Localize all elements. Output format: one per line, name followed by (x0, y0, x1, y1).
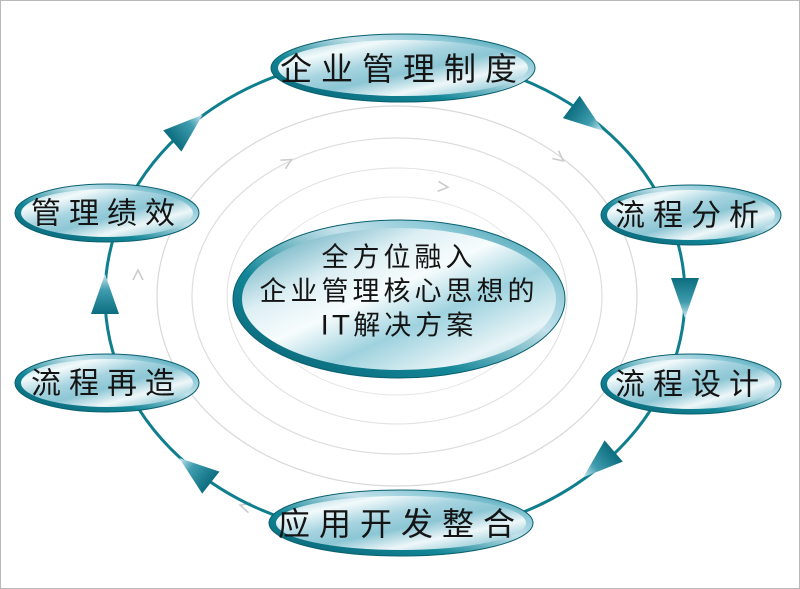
node-left-bottom-label: 流程再造 (31, 367, 183, 402)
node-left-top: 管理绩效 (14, 183, 200, 243)
node-right-bottom-label: 流程设计 (615, 368, 767, 403)
flow-arrowhead-top-left-icon (163, 114, 203, 152)
center-label-line2: 企业管理核心思想的 (260, 277, 539, 308)
orbit-circle-3 (226, 167, 568, 425)
orbit-arrow-icon (280, 158, 294, 170)
node-top-ellipse (278, 40, 528, 96)
node-left-top-label: 管理绩效 (31, 197, 183, 232)
node-center: 全方位融入 企业管理核心思想的 IT解决方案 (232, 219, 566, 379)
node-right-bottom: 流程设计 (600, 353, 782, 415)
orbit-circle-1 (156, 105, 638, 487)
node-left-bottom: 流程再造 (14, 353, 200, 413)
node-right-top-ellipse (607, 190, 775, 240)
flow-arrowhead-left-icon (91, 274, 119, 314)
flow-arrowheads (91, 95, 699, 494)
node-bottom-label: 应用开发整合 (278, 505, 524, 543)
node-right-bottom-ellipse (607, 359, 775, 409)
flow-arrowhead-right-icon (671, 278, 699, 318)
node-top: 企业管理制度 (270, 33, 536, 103)
node-center-ellipse (242, 228, 556, 370)
node-right-top: 流程分析 (600, 184, 782, 246)
orbit-arrow-icon (552, 150, 565, 162)
node-top-label: 企业管理制度 (280, 50, 526, 88)
center-label-line3: IT解决方案 (321, 311, 477, 342)
flow-arrowhead-top-right-icon (562, 95, 604, 131)
orbit-arrow-icon (132, 268, 144, 281)
orbit-circle-2 (191, 137, 603, 455)
node-bottom: 应用开发整合 (268, 489, 534, 557)
node-bottom-ellipse (276, 496, 526, 550)
orbit-arrow-icon (437, 180, 450, 193)
node-left-top-ellipse (21, 189, 193, 237)
center-label-line1: 全方位融入 (322, 243, 477, 274)
flow-arrowhead-bottom-right-icon (583, 440, 623, 478)
node-left-bottom-ellipse (21, 359, 193, 407)
flow-arrowhead-bottom-left-icon (179, 458, 220, 494)
node-right-top-label: 流程分析 (615, 199, 767, 234)
